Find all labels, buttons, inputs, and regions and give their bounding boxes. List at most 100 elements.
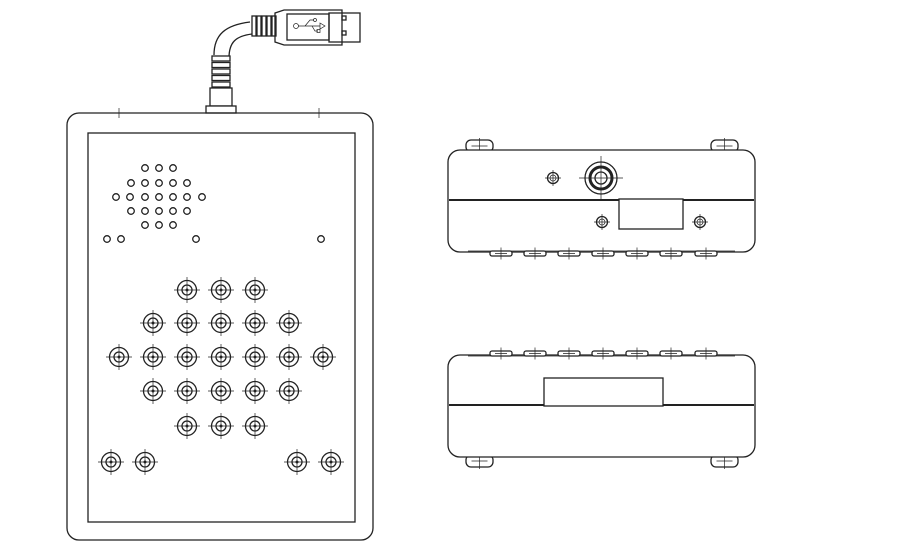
center-mark [98, 449, 124, 475]
strain-relief-ring [271, 15, 277, 37]
strain-relief-ring [211, 81, 231, 88]
center-mark [692, 214, 708, 230]
keypad-button [132, 449, 158, 475]
front-view [66, 9, 374, 541]
center-mark [310, 344, 336, 370]
center-mark [579, 156, 623, 200]
indicator-hole [103, 235, 111, 243]
center-mark [242, 344, 268, 370]
center-mark [208, 378, 234, 404]
center-mark [700, 347, 712, 360]
keypad-button [140, 378, 166, 404]
keypad-button [208, 344, 234, 370]
speaker-hole [169, 164, 177, 172]
keypad-button [242, 344, 268, 370]
indicator-hole [317, 235, 325, 243]
center-mark [242, 413, 268, 439]
speaker-hole [155, 179, 163, 187]
center-mark [495, 347, 507, 360]
label-plate [618, 198, 684, 230]
center-mark [174, 344, 200, 370]
center-mark [631, 347, 643, 360]
screw [545, 170, 561, 186]
strain-relief-ring [266, 15, 272, 37]
keypad-button [242, 378, 268, 404]
speaker-hole [169, 193, 177, 201]
speaker-hole [141, 164, 149, 172]
keypad-button [276, 344, 302, 370]
center-mark [208, 413, 234, 439]
keypad-button [284, 449, 310, 475]
center-mark [597, 347, 609, 360]
speaker-hole [155, 164, 163, 172]
keypad-button [174, 310, 200, 336]
keypad-button [208, 413, 234, 439]
speaker-hole [155, 221, 163, 229]
keypad-button [242, 310, 268, 336]
speaker-grille [103, 164, 325, 243]
keypad-button [106, 344, 132, 370]
keypad-button [310, 344, 336, 370]
center-mark [597, 247, 609, 260]
strain-relief-ring [211, 74, 231, 82]
keypad-button [318, 449, 344, 475]
speaker-hole [141, 221, 149, 229]
usb-plug-icon [274, 9, 361, 46]
speaker-hole [127, 207, 135, 215]
center-mark [132, 449, 158, 475]
speaker-hole [126, 193, 134, 201]
label-plate [543, 377, 664, 407]
strain-relief-ring [211, 61, 231, 69]
keypad-button [174, 344, 200, 370]
center-mark [174, 378, 200, 404]
center-mark [276, 344, 302, 370]
center-mark [140, 344, 166, 370]
side-view-bottom [447, 347, 756, 469]
center-mark [665, 347, 677, 360]
usb-jack [579, 156, 623, 200]
strain-relief-ring [256, 15, 262, 37]
device-outer-shell [66, 112, 374, 541]
center-mark [529, 347, 541, 360]
usb-symbol-icon [293, 18, 326, 33]
center-mark [242, 310, 268, 336]
keypad-button [276, 310, 302, 336]
center-mark [208, 344, 234, 370]
center-mark [242, 378, 268, 404]
speaker-hole [169, 207, 177, 215]
strain-relief-ring [211, 68, 231, 75]
keypad-button [208, 310, 234, 336]
speaker-hole [155, 193, 163, 201]
usb-cable [205, 9, 361, 114]
center-mark [563, 347, 575, 360]
keypad-button [208, 277, 234, 303]
speaker-hole [141, 193, 149, 201]
center-mark [208, 310, 234, 336]
center-mark [495, 247, 507, 260]
speaker-hole [183, 207, 191, 215]
screw [692, 214, 708, 230]
speaker-hole [169, 179, 177, 187]
speaker-hole [141, 179, 149, 187]
center-mark [140, 310, 166, 336]
center-mark [174, 310, 200, 336]
speaker-hole [183, 193, 191, 201]
keypad-button [242, 277, 268, 303]
center-mark [594, 214, 610, 230]
center-mark [318, 449, 344, 475]
screw-mark [113, 108, 125, 118]
keypad-button [242, 413, 268, 439]
keypad-button [208, 378, 234, 404]
center-mark [284, 449, 310, 475]
keypad-button [140, 344, 166, 370]
speaker-hole [183, 179, 191, 187]
center-mark [631, 247, 643, 260]
center-mark [106, 344, 132, 370]
screw-mark [313, 108, 325, 118]
keypad-button [174, 413, 200, 439]
center-mark [174, 413, 200, 439]
keypad-button [174, 277, 200, 303]
speaker-hole [112, 193, 120, 201]
indicator-hole [117, 235, 125, 243]
